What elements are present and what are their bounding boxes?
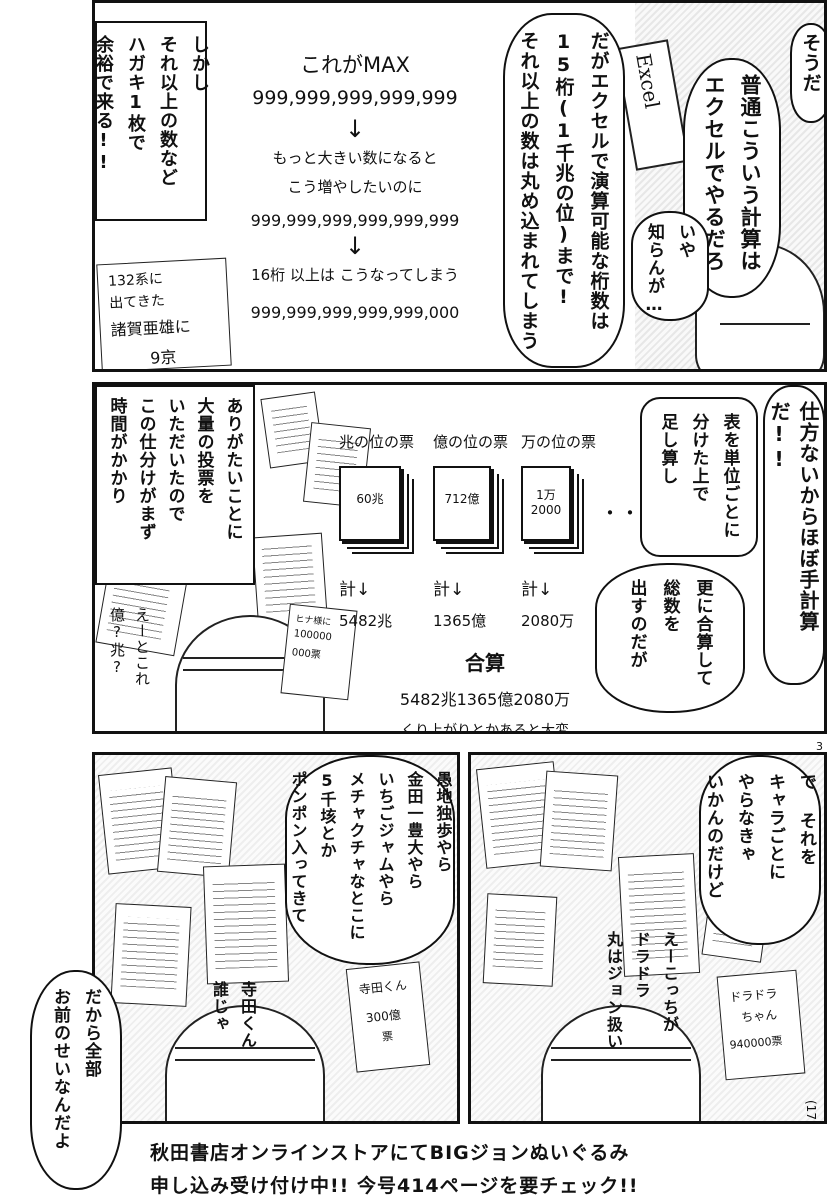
vote-column-2: 億の位の票 712億 計↓ 1365億	[433, 433, 509, 630]
paper	[482, 893, 558, 987]
paper	[539, 770, 619, 872]
speech-bubble-excel: 普通こういう計算は エクセルでやるだろ	[683, 58, 781, 298]
panel-3: えーこっちが ドラドラ 丸はジョン扱い ドラドラ ちゃん 940000票 で そ…	[468, 752, 827, 1124]
held-vote-card: ドラドラ ちゃん 940000票	[716, 969, 806, 1081]
paper	[110, 903, 192, 1007]
side-text: 寺田くん 誰じゃ	[210, 981, 257, 1049]
side-text: えーとこれ 億?兆?	[108, 607, 151, 687]
panel-1: Excel そうだ 普通こういう計算は エクセルでやるだろ いや 知らんが… だ…	[92, 0, 827, 372]
vote-column-1: 兆の位の票 60兆 計↓ 5482兆	[339, 433, 415, 630]
character-head	[165, 1005, 325, 1121]
held-vote-card: 寺田くん 300億 票	[345, 961, 431, 1073]
whiteboard: これがMAX 999,999,999,999,999 ↓ もっと大きい数になると…	[250, 53, 460, 322]
character-head	[541, 1005, 701, 1121]
speech-bubble-tekeisan: 仕方ないからほぼ手計算だ!!	[763, 385, 824, 685]
paper	[156, 776, 238, 878]
narration-box-left: ありがたいことに 大量の投票を いただいたので この仕分けがまず 時間がかかり	[95, 385, 255, 585]
footer-page-number: (17)	[804, 1100, 818, 1125]
sum-block: 合算 5482兆1365億2080万 くり上がりとかあると大変	[399, 651, 571, 734]
speech-bubble-gassan: 更に合算して 総数を 出すのだが	[595, 563, 745, 713]
panel-2: ありがたいことに 大量の投票を いただいたので この仕分けがまず 時間がかかり …	[92, 382, 827, 734]
headband	[183, 657, 317, 671]
speech-bubble-iya: いや 知らんが…	[631, 211, 709, 321]
speech-bubble-omae: だから全部 お前のせいなんだよ	[30, 970, 122, 1190]
page-number: 3	[816, 740, 823, 753]
panel-4: 寺田くん 誰じゃ 寺田くん 300億 票 愚地独歩やら 金田一豊大やら いちごジ…	[92, 752, 460, 1124]
speech-bubble-charagoto: で それを キャラごとに やらなきゃ いかんのだけど	[699, 755, 821, 945]
ad-line-2: 申し込み受け付け中!! 今号414ページを要チェック!!	[150, 1175, 639, 1197]
narration-box-right: 表を単位ごとに 分けた上で 足し算し	[640, 397, 758, 557]
paper	[202, 863, 290, 985]
headband	[551, 1047, 691, 1061]
speech-bubble-soda: そうだ	[790, 23, 824, 123]
headband	[175, 1047, 315, 1061]
character-face	[720, 323, 810, 339]
narration-box-left: しかし それ以上の数など ハガキ1枚で 余裕で来る!!	[95, 21, 210, 221]
memo-note: 132系に 出てきた 諸賀亜雄に 9京	[96, 257, 232, 369]
ad-line-1: 秋田書店オンラインストアにてBIGジョンぬいぐるみ	[150, 1142, 630, 1164]
vote-column-3: 万の位の票 1万 2000 計↓ 2080万	[521, 433, 597, 630]
narration-bubble: だがエクセルで演算可能な桁数は 15桁(1千兆の位)まで! それ以上の数は丸め込…	[503, 13, 625, 368]
speech-bubble-pompon: 愚地独歩やら 金田一豊大やら いちごジャムやら メチャクチャなとこに 5千垓とか…	[285, 755, 455, 965]
side-text: えーこっちが ドラドラ 丸はジョン扱い	[604, 931, 679, 1050]
ad-banner: 秋田書店オンラインストアにてBIGジョンぬいぐるみ 申し込み受け付け中!! 今号…	[150, 1138, 790, 1198]
